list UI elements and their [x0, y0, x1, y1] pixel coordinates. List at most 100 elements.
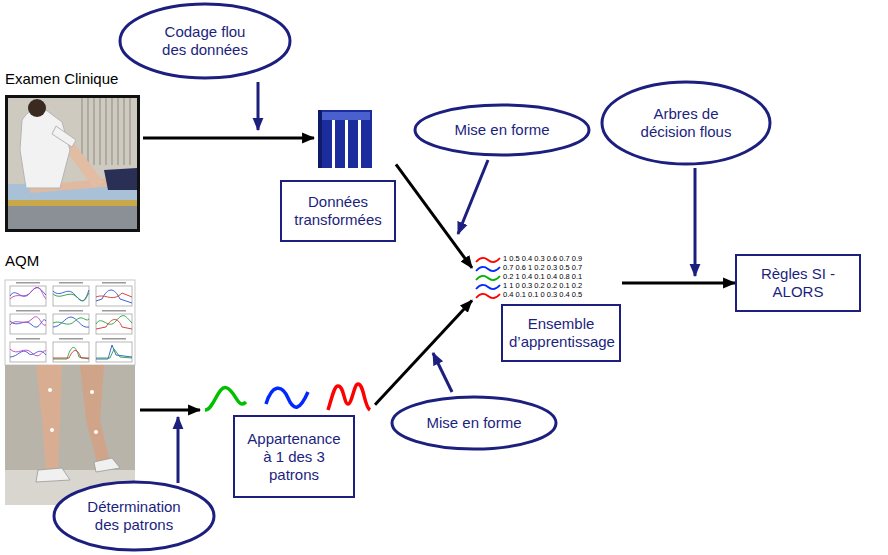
gait-curves-panel-part-part [53, 350, 89, 358]
process-ellipse: Mise en forme [413, 103, 591, 157]
exam-photo-part-part [124, 98, 125, 165]
exam-photo-part-part [88, 98, 89, 165]
gait-curves-panel-part-part [16, 310, 40, 312]
ellipse-outline [392, 397, 556, 449]
gait-photo-part [48, 388, 52, 392]
gait-curves-panel-part-part [53, 314, 89, 334]
exam-photo-part [8, 200, 137, 206]
gait-curves-panel-part [10, 338, 46, 362]
flow-arrows-part [257, 82, 260, 130]
text-holder: Ensemble d’apprentissage [501, 304, 621, 362]
gait-curves-panel-part-part [59, 310, 83, 312]
ellipse-outline [415, 105, 589, 155]
node-text: Règles SI - ALORS [758, 265, 838, 301]
exam-photo [5, 95, 140, 232]
node-text: Détermination des patrons [82, 498, 186, 534]
node-icon-part [318, 110, 372, 168]
exam-photo-part [28, 99, 46, 117]
data-row: 0.2 1 0.4 0.1 0.4 0.8 0.1 [503, 272, 582, 281]
flow-arrows-part [140, 409, 200, 412]
gait-curves-panel-part [53, 338, 89, 362]
node-text: Appartenance à 1 des 3 patrons [244, 430, 344, 484]
data-row: 1 0.5 0.4 0.3 0.6 0.7 0.9 [503, 254, 582, 263]
gait-curves-panel-part-part [96, 345, 132, 359]
data-row: 0.4 0.1 0.1 0 0.3 0.4 0.5 [503, 290, 582, 299]
gait-curves-panel-part-part [102, 310, 126, 312]
data-row: 1 1 0 0.3 0.2 0.2 0.1 0.2 [503, 281, 582, 290]
gait-curves-panel-part-part [53, 290, 89, 301]
exam-photo-part [5, 95, 140, 232]
node-icon [318, 110, 372, 168]
gait-photo-part [50, 428, 54, 432]
text-holder: Codage flou des données [118, 2, 292, 80]
gait-curves-panel-part-part [59, 282, 83, 284]
flow-arrows-part [433, 353, 452, 392]
node-text: Mise en forme [454, 121, 549, 139]
node-icon [476, 258, 500, 298]
node-icon-part [476, 258, 500, 262]
node-icon-part [328, 384, 370, 410]
text-holder: Appartenance à 1 des 3 patrons [233, 415, 355, 498]
section-label: Examen Clinique [5, 70, 118, 88]
exam-photo-part-part [100, 98, 101, 165]
flow-arrows-part [694, 168, 697, 276]
data-row: 0.7 0.6 1 0.2 0.3 0.5 0.7 [503, 263, 582, 272]
process-ellipse: Mise en forme [390, 395, 558, 451]
gait-photo-part [90, 390, 94, 394]
gait-curves-panel-part [10, 310, 46, 334]
exam-photo-part-part [112, 98, 113, 165]
gait-curves-panel-part-part [53, 317, 89, 327]
node-icon-part [318, 110, 322, 168]
text-holder: Détermination des patrons [52, 480, 216, 552]
node-text: Codage flou des données [159, 23, 251, 59]
flow-arrows-part [458, 160, 488, 234]
node-text: Ensemble d’apprentissage [509, 315, 613, 351]
gait-curves-panel-part-part [53, 347, 89, 359]
gait-curves-panel-part-part [96, 314, 132, 334]
gait-curves-panel-part-part [53, 293, 89, 301]
gait-curves-panel-part-part [96, 290, 132, 303]
text-holder: Règles SI - ALORS [737, 256, 859, 310]
gait-curves-panel-part-part [16, 282, 40, 284]
node-icon-part [476, 276, 500, 280]
gait-curves-panel-part-part [96, 293, 132, 298]
exam-photo-part [82, 98, 130, 165]
exam-photo-part-part [106, 98, 107, 165]
flow-arrow [396, 164, 472, 267]
exam-photo-part-part [118, 98, 119, 165]
gait-curves-panel-part [10, 282, 46, 306]
section-label: AQM [5, 252, 39, 270]
gait-curves-panel-part-part [96, 286, 132, 306]
gait-curves-panel-part [53, 282, 89, 306]
process-ellipse: Codage flou des données [118, 2, 292, 80]
data-box: Données transformées [280, 106, 396, 242]
gait-curves-panel-part-part [10, 349, 46, 356]
node-icon-part [476, 294, 500, 298]
text-holder: Données transformées [280, 180, 396, 242]
node-icon-part [476, 267, 500, 271]
gait-curves-panel-part-part [10, 286, 46, 306]
text-holder: Mise en forme [390, 395, 558, 451]
gait-curves-panel [5, 280, 135, 365]
ellipse-outline [602, 82, 770, 164]
node-icon-part [345, 120, 348, 168]
node-icon-part [476, 285, 500, 289]
gait-curves-panel-part-part [10, 314, 46, 334]
exam-photo-part [20, 109, 70, 188]
exam-photo-part-part [130, 98, 131, 165]
gait-curves-panel-part-part [96, 320, 132, 330]
ellipse-outline [120, 4, 290, 78]
node-text: Mise en forme [426, 414, 521, 432]
flow-arrows-part [177, 417, 180, 483]
gait-curves-panel-part-part [102, 282, 126, 284]
gait-curves-panel-part [53, 310, 89, 334]
gait-curves-panel-part-part [96, 342, 132, 362]
node-text: Arbres de décision flous [637, 105, 735, 141]
gait-photo-part [36, 365, 62, 472]
gait-curves-panel-part [5, 280, 135, 365]
node-icon-part [266, 388, 308, 407]
gait-curves-panel-part [96, 338, 132, 362]
node-text: Données transformées [288, 193, 388, 229]
text-holder: Arbres de décision flous [600, 80, 772, 166]
gait-curves-panel-part-part [10, 317, 46, 325]
